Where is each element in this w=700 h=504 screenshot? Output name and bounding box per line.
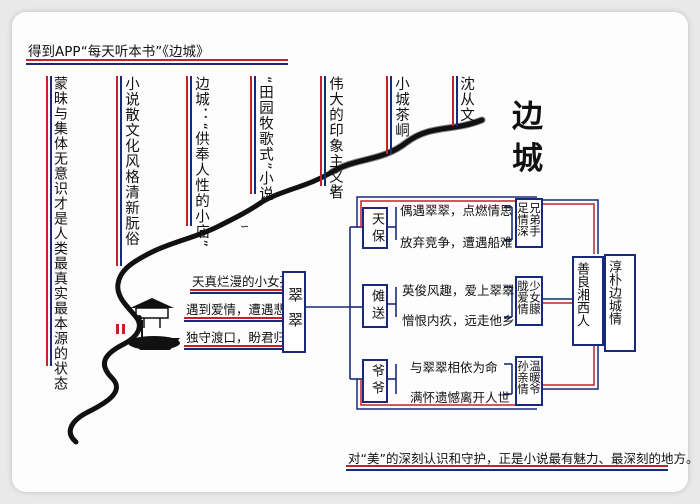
tree-connectors <box>304 206 513 395</box>
column-bar-red <box>452 76 454 126</box>
house-icon <box>130 298 174 328</box>
branch-summary: 兄弟手足情深 <box>516 202 542 237</box>
branch-label-box-yeye: 爷爷 <box>362 359 388 403</box>
header-underline-red <box>26 59 288 61</box>
cuicui-trait: 独守渡口，盼君归来 <box>186 330 299 345</box>
column-text: 伟大的印象主义者 <box>327 76 343 200</box>
boat-icon <box>128 315 180 350</box>
column-bar-red <box>320 76 322 186</box>
branch-line: 放弃竞争，遭遇船难 <box>400 235 513 250</box>
branch-line: 偶遇翠翠，点燃情思 <box>400 203 513 218</box>
svg-text:∽: ∽ <box>240 220 249 233</box>
column-bar-red <box>250 76 252 194</box>
simple-biancheng-label: 淳朴边城情 <box>606 260 621 325</box>
branch-summary-box: 少女朦胧爱情 <box>515 276 543 326</box>
branch-label: 天保 <box>369 212 384 246</box>
author-label: 沈从文 <box>458 76 474 123</box>
branch-label-box-tianbao: 天保 <box>362 207 388 249</box>
column-bar-red <box>116 76 118 266</box>
simple-biancheng-box: 淳朴边城情 <box>604 254 636 352</box>
cuicui-box: 翠翠 <box>282 271 306 353</box>
book-title: 边城 <box>512 99 543 177</box>
branch-summary: 温暖爷孙亲情 <box>516 360 542 395</box>
trait-underline <box>190 289 282 291</box>
trait-underline <box>184 345 282 347</box>
column-bar-red <box>186 76 188 226</box>
cuicui-label: 翠翠 <box>286 287 304 337</box>
figure-icon <box>116 324 125 334</box>
column-bar-red <box>386 76 388 154</box>
svg-text:ℰ: ℰ <box>330 182 337 195</box>
trait-underline <box>184 348 282 350</box>
column-bar-blue <box>120 76 122 266</box>
branch-line: 满怀遗憾离开人世 <box>410 390 511 405</box>
branch-label: 傩送 <box>369 289 384 323</box>
column-bar-blue <box>456 76 458 126</box>
column-text: 小城茶峒 <box>393 76 409 138</box>
branch-summary: 少女朦胧爱情 <box>516 280 542 315</box>
cuicui-trait: 天真烂漫的小女孩 <box>192 274 293 289</box>
header-title: 得到APP“每天听本书”《边城》 <box>28 44 210 60</box>
column-text: 蒙昧与集体无意识才是人类最真实最本源的状态 <box>52 76 68 391</box>
trait-underline <box>190 292 282 294</box>
column-text: 边城：“供奉人性的小庙” <box>193 76 209 249</box>
column-bar-red <box>46 76 48 366</box>
kind-xiangxi-label: 善良湘西人 <box>574 262 589 327</box>
cuicui-trait: 遇到爱情，遭遇悲剧 <box>186 302 299 317</box>
column-bar-blue <box>390 76 392 154</box>
footer-underline-red <box>346 465 668 467</box>
river-path: ℰ ∽ <box>67 116 599 445</box>
column-text: “田园牧歌式”小说 <box>257 76 273 202</box>
tree-frame <box>356 196 599 410</box>
branch-label-box-nuosong: 傩送 <box>362 284 388 328</box>
column-text: 小说散文化风格清新朊俗 <box>123 76 139 247</box>
branch-line: 憎恨内疚，远走他乡 <box>402 313 515 328</box>
branch-label: 爷爷 <box>369 364 384 398</box>
column-bar-blue <box>50 76 52 366</box>
footer-underline-blue <box>346 469 668 471</box>
diagram-card: 得到APP“每天听本书”《边城》 边城 ℰ ∽ <box>12 12 698 492</box>
trait-underline <box>184 317 282 319</box>
branch-line: 与翠翠相依为命 <box>410 360 498 375</box>
branch-line: 英俊风趣，爱上翠翠 <box>402 283 515 298</box>
column-bar-blue <box>254 76 256 194</box>
header-underline-blue <box>26 63 288 65</box>
branch-summary-box: 温暖爷孙亲情 <box>515 356 543 406</box>
branch-summary-box: 兄弟手足情深 <box>515 198 543 248</box>
footer-text: 对“美”的深刻认识和守护，正是小说最有魅力、最深刻的地方。 <box>348 451 699 466</box>
kind-xiangxi-box: 善良湘西人 <box>572 256 604 346</box>
trait-underline <box>184 320 282 322</box>
column-bar-blue <box>190 76 192 226</box>
column-bar-blue <box>324 76 326 186</box>
